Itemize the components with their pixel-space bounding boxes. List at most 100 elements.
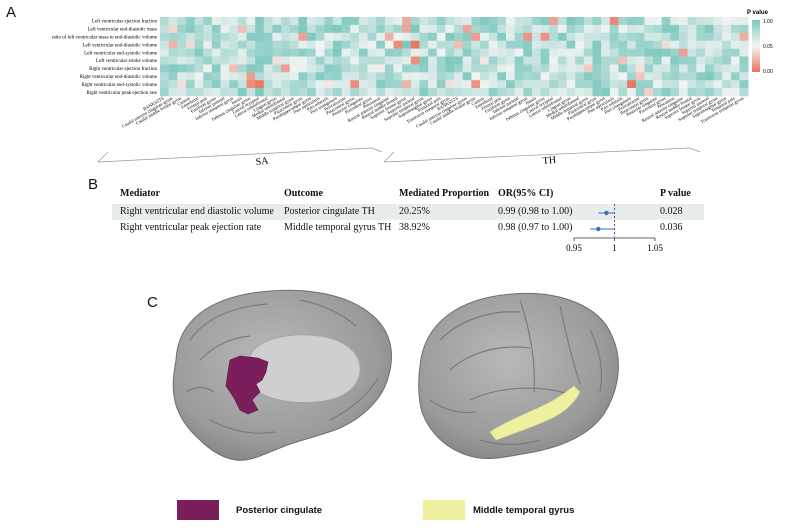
heatmap-cell (263, 80, 273, 89)
heatmap-cell (393, 72, 403, 81)
heatmap-cell (488, 56, 498, 65)
heatmap-cell (393, 48, 403, 57)
heatmap-cell (471, 56, 481, 65)
heatmap-cell (246, 32, 256, 41)
heatmap-cell (497, 72, 507, 81)
heatmap-cell (289, 72, 299, 81)
heatmap-cell (635, 32, 645, 41)
heatmap-cell (653, 40, 662, 49)
heatmap-cell (185, 32, 195, 41)
heatmap-cell (540, 17, 550, 26)
heatmap-cell (358, 88, 368, 97)
heatmap-cell (575, 56, 585, 65)
heatmap-cell (497, 64, 507, 73)
heatmap-cell (531, 64, 541, 73)
heatmap-cell (506, 56, 515, 65)
heatmap-cell (428, 72, 438, 81)
heatmap-cell (436, 88, 446, 97)
heatmap-cell (566, 80, 576, 89)
heatmap-cell (263, 48, 273, 57)
heatmap-cell (661, 72, 671, 81)
heatmap-cell (471, 80, 481, 89)
heatmap-cell (333, 24, 342, 34)
heatmap-cell (730, 72, 740, 81)
heatmap-cell (177, 17, 187, 26)
group-bracket-line (371, 147, 383, 153)
heatmap-cell (298, 64, 308, 73)
heatmap-cell (523, 64, 533, 73)
heatmap-cell (333, 48, 342, 57)
heatmap-cell (367, 32, 377, 41)
heatmap-cell (211, 72, 221, 81)
heatmap-cell (307, 17, 316, 26)
heatmap-cell (696, 80, 706, 89)
heatmap-cell (263, 88, 273, 97)
heatmap-cell (341, 80, 351, 89)
legend-swatch-posterior-cingulate (177, 500, 219, 520)
heatmap-cell (185, 17, 195, 26)
heatmap-row-label: Left ventricular ejection fraction (92, 20, 158, 25)
heatmap-cell (704, 32, 714, 41)
heatmap-cell (601, 32, 611, 41)
heatmap-cell (627, 56, 637, 65)
heatmap-cell (289, 48, 299, 57)
heatmap-cell (514, 56, 524, 65)
heatmap-cell (531, 72, 541, 81)
heatmap-cell (419, 88, 429, 97)
heatmap-cell (704, 24, 714, 34)
heatmap-cell (220, 88, 230, 97)
heatmap-cell (419, 72, 429, 81)
heatmap-cell (272, 40, 282, 49)
heatmap-cell (462, 80, 472, 89)
heatmap-cell (410, 40, 420, 49)
heatmap-cell (687, 40, 697, 49)
legend-swatch-middle-temporal-gyrus (423, 500, 465, 520)
heatmap-cell (722, 72, 732, 81)
heatmap-cell (350, 88, 360, 97)
heatmap-cell (566, 56, 576, 65)
heatmap-cell (653, 48, 662, 57)
heatmap-cell (531, 40, 541, 49)
heatmap-cell (696, 17, 706, 26)
heatmap-cell (713, 88, 723, 97)
heatmap-cell (220, 56, 230, 65)
heatmap-cell (471, 48, 481, 57)
heatmap-cell (722, 64, 732, 73)
heatmap-cell (592, 80, 602, 89)
heatmap-row-label: Left ventricular end-diastolic volume (82, 43, 157, 48)
heatmap-cell (557, 72, 567, 81)
heatmap-row-label: Left ventricular stroke volume (96, 59, 158, 64)
heatmap-cell (281, 32, 291, 41)
heatmap-cell (506, 64, 515, 73)
heatmap-cell (237, 24, 247, 34)
heatmap-cell (185, 40, 195, 49)
heatmap-cell (428, 80, 438, 89)
heatmap-cell (384, 64, 394, 73)
heatmap-cell (298, 40, 308, 49)
heatmap-cell (488, 17, 498, 26)
heatmap-cell (246, 88, 256, 97)
table-header-row: Mediator Outcome Mediated Proportion OR(… (112, 186, 704, 202)
heatmap-cell (229, 64, 239, 73)
heatmap-cell (722, 56, 732, 65)
heatmap-cell (704, 64, 714, 73)
heatmap-cell (177, 32, 187, 41)
heatmap-cell (237, 72, 247, 81)
heatmap-cell (635, 48, 645, 57)
heatmap-cell (488, 64, 498, 73)
heatmap-cell (177, 24, 187, 34)
heatmap-cell (445, 48, 455, 57)
heatmap-cell (730, 88, 740, 97)
heatmap-cell (523, 17, 533, 26)
heatmap-cell (635, 88, 645, 97)
heatmap-cell (540, 48, 550, 57)
heatmap-cell (168, 32, 178, 41)
heatmap-cell (540, 64, 550, 73)
heatmap-cell (384, 48, 394, 57)
heatmap-cell (185, 56, 195, 65)
heatmap-cell (358, 24, 368, 34)
heatmap-cell (445, 17, 455, 26)
heatmap-cell (549, 48, 559, 57)
heatmap-cell (255, 32, 265, 41)
heatmap-cell (592, 17, 602, 26)
